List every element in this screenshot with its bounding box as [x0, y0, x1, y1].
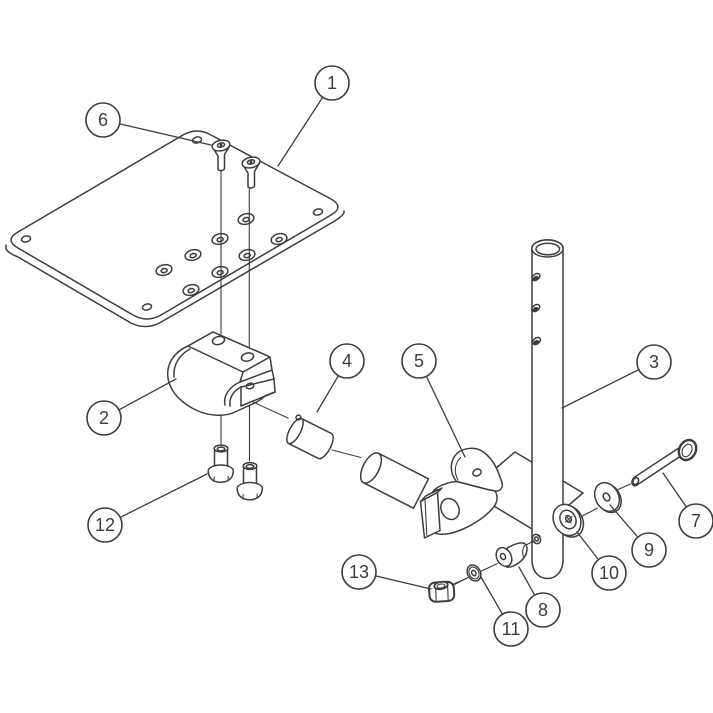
callout-leader-9: [610, 505, 638, 537]
screw-axis-lines: [221, 171, 250, 461]
pivot-axis-lines: [253, 402, 361, 458]
callout-number-2: 2: [99, 408, 109, 428]
callout-number-11: 11: [502, 619, 521, 639]
callout-leader-7: [663, 473, 686, 507]
flat-head-screws: [211, 139, 261, 189]
callout-leader-6: [120, 124, 211, 145]
callout-number-13: 13: [349, 562, 369, 582]
callout-balloon-11: [494, 612, 528, 646]
callout-leader-12: [120, 474, 207, 517]
callout-number-5: 5: [414, 351, 424, 371]
callout-balloon-9: [632, 533, 666, 567]
callout-number-7: 7: [691, 511, 701, 531]
callout-balloon-13: [342, 555, 376, 589]
tube-clamp: [168, 332, 275, 415]
hex-nut: [429, 579, 467, 602]
spacer-bushing: [284, 415, 334, 459]
callout-balloon-7: [679, 504, 713, 538]
callout-balloon-12: [88, 508, 122, 542]
pivot-pin: [356, 450, 428, 509]
cup-spacer: [482, 543, 527, 571]
callout-leader-5: [426, 376, 465, 457]
callout-number-12: 12: [95, 515, 115, 535]
callout-leader-4: [317, 376, 338, 412]
callout-number-4: 4: [342, 351, 352, 371]
callout-leader-13: [376, 576, 431, 589]
pivot-bolt: [618, 437, 700, 489]
flat-screw: [241, 156, 261, 189]
hanger-tube: [531, 240, 564, 579]
button-screw: [237, 463, 262, 500]
callout-leader-2: [119, 379, 176, 410]
callout-balloon-3: [637, 345, 671, 379]
callout-leader-3: [562, 370, 639, 408]
callout-number-10: 10: [599, 563, 619, 583]
callout-leader-11: [481, 577, 503, 614]
callout-balloon-1: [315, 66, 349, 100]
callout-leader-8: [519, 567, 535, 595]
callout-balloon-10: [592, 556, 626, 590]
flat-screw: [211, 139, 231, 171]
callout-balloon-8: [526, 593, 560, 627]
button-screw: [208, 445, 233, 482]
callout-number-1: 1: [327, 73, 337, 93]
callout-number-6: 6: [98, 110, 108, 130]
roller-washer: [548, 499, 589, 542]
callout-number-9: 9: [644, 540, 654, 560]
callout-number-8: 8: [538, 600, 548, 620]
pivot-bracket: [421, 448, 503, 538]
callout-number-3: 3: [649, 352, 659, 372]
callout-layer: 1 6 2 12 4 5 3 7 9 10 8 11 13: [86, 66, 713, 646]
callout-balloon-2: [87, 401, 121, 435]
flat-washer-large: [582, 478, 626, 516]
callout-balloon-5: [402, 344, 436, 378]
callout-leader-1: [278, 97, 323, 166]
callout-balloon-4: [330, 344, 364, 378]
callout-leader-10: [577, 532, 599, 560]
small-washer-tube: [526, 533, 542, 545]
button-head-screws: [208, 445, 262, 500]
callout-balloon-6: [86, 103, 120, 137]
footplate: [6, 131, 344, 327]
